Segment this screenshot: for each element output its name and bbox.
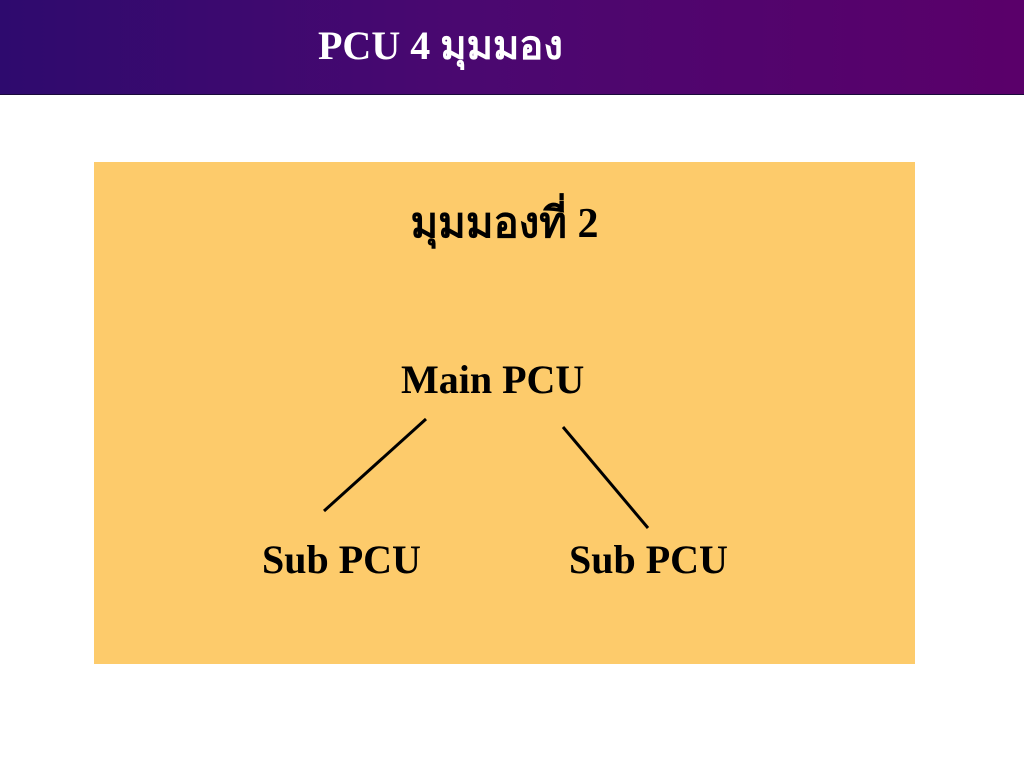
slide-title: PCU 4 มุมมอง [318,23,563,68]
connector-left [322,417,428,513]
node-sub-pcu-right: Sub PCU [569,537,728,582]
connector-right [561,426,650,529]
diagram-panel: มุมมองที่ 2 Main PCU Sub PCU Sub PCU [94,162,915,664]
connector-lines [322,417,650,529]
node-sub-pcu-left: Sub PCU [262,537,421,582]
node-main-pcu: Main PCU [401,357,585,402]
slide-title-bar: PCU 4 มุมมอง [0,0,1024,95]
diagram-heading: มุมมองที่ 2 [410,201,599,247]
